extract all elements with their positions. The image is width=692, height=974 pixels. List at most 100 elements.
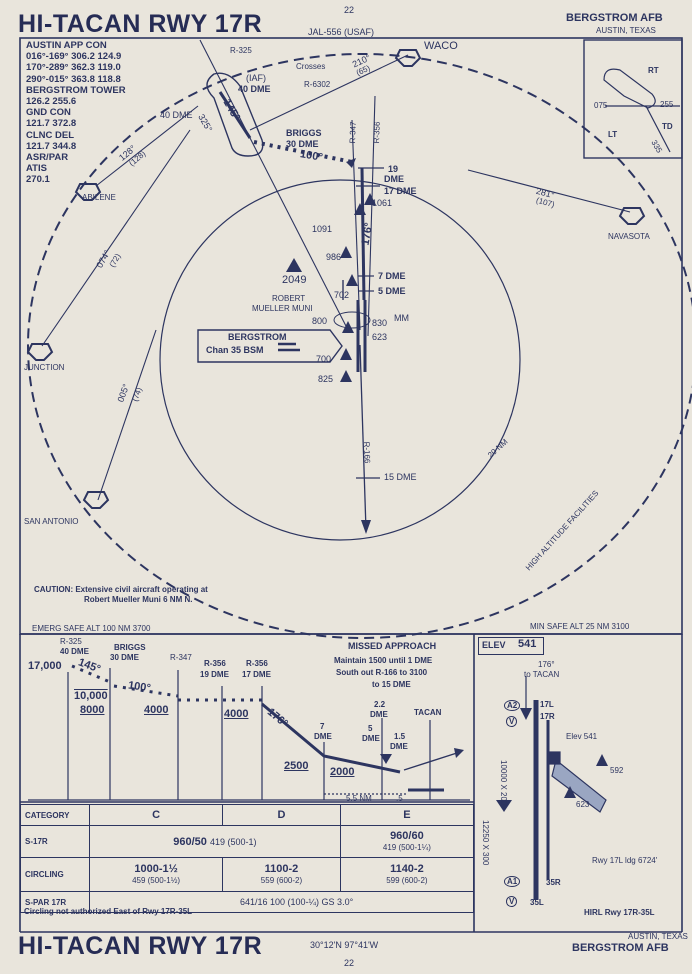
- footer-coordinates: 30°12'N 97°41'W: [310, 940, 379, 950]
- fix-junction: JUNCTION: [24, 363, 65, 372]
- fix-19dme-b: DME: [384, 174, 404, 184]
- comm-frequencies: AUSTIN APP CON 016°-169° 306.2 124.9 170…: [26, 40, 126, 186]
- obstacle-symbol-2049: [286, 258, 302, 272]
- profile-vdp-symbol: [380, 754, 392, 764]
- junction-course: [41, 129, 191, 347]
- minimums-header-c: C: [88, 804, 224, 826]
- missed-approach-line-3: to 15 DME: [372, 680, 411, 689]
- r6302-label: R-6302: [304, 80, 331, 89]
- mm-label: MM: [394, 313, 409, 323]
- approach-arrow-1: [346, 158, 356, 168]
- circling-footnote: Circling not authorized East of Rwy 17R-…: [24, 907, 193, 916]
- inset-075: 075: [594, 101, 608, 110]
- approach-arc-100: [253, 140, 353, 164]
- minimums-header-e: E: [339, 804, 475, 826]
- runway-35r-label: 35R: [546, 878, 561, 887]
- approach-lighting-a1: A1: [504, 876, 521, 887]
- fix-17dme: 17 DME: [384, 186, 417, 196]
- comm-line: ATIS: [26, 163, 47, 175]
- abilene-course: [95, 105, 199, 187]
- minimums-sub-value: 459 (500-1½): [132, 875, 181, 885]
- caution-line-1: CAUTION: Extensive civil aircraft operat…: [34, 585, 208, 594]
- airport-name: BERGSTROM AFB: [566, 12, 663, 24]
- tacan-channel: Chan 35 BSM: [206, 345, 264, 355]
- profile-17dme: 17 DME: [242, 670, 271, 679]
- profile-5dme-b: DME: [362, 734, 380, 743]
- runway-17r-label: 17R: [540, 712, 555, 721]
- minimums-cell: 960/50 419 (500-1): [89, 825, 341, 858]
- page-number-top: 22: [344, 5, 355, 15]
- profile-briggs-dme: 30 DME: [110, 653, 139, 662]
- comm-line: 126.2 255.6: [26, 96, 77, 108]
- minimums-main-value: 1140-2: [390, 862, 424, 875]
- chart-id: JAL-556 (USAF): [308, 27, 375, 37]
- inset-radial-335: [645, 105, 671, 153]
- fix-abilene: ABILENE: [82, 193, 116, 202]
- profile-tacan: TACAN: [414, 708, 442, 717]
- emergency-safe-altitude: EMERG SAFE ALT 100 NM 3700: [32, 624, 151, 633]
- minimums-sub-value: 419 (500-1): [209, 836, 257, 847]
- inset-holding-pattern: [603, 68, 656, 109]
- profile-alt-10000: 10,000: [74, 690, 108, 702]
- iaf-holding-pattern: [206, 72, 264, 157]
- aerodrome-to-tacan: to TACAN: [524, 670, 560, 679]
- obstacle-symbol-986: [340, 246, 352, 258]
- comm-line: 121.7 372.8: [26, 118, 77, 130]
- footer-airport: BERGSTROM AFB: [572, 942, 669, 954]
- ring-20nm: [159, 179, 521, 541]
- inset-td: TD: [662, 122, 673, 131]
- aerodrome-obstacle-vor: [496, 800, 512, 812]
- profile-level-100: [113, 684, 179, 698]
- inset-255: 255: [660, 100, 674, 109]
- page-number-bottom: 22: [344, 958, 355, 968]
- runway-lighting: HIRL Rwy 17R-35L: [584, 908, 655, 917]
- navasota-course: [467, 169, 631, 213]
- fix-19dme: 19: [388, 164, 399, 174]
- missed-approach-line-1: Maintain 1500 until 1 DME: [334, 656, 433, 665]
- vasi-north: V: [506, 716, 518, 727]
- radial-r166: R-166: [362, 441, 372, 464]
- crosses-label: Crosses: [296, 62, 326, 71]
- radial-r325: R-325: [230, 46, 252, 55]
- minimums-row-label: S-17R: [20, 825, 90, 858]
- airport-bergstrom: BERGSTROM: [228, 332, 287, 342]
- elevation-box: [478, 637, 544, 655]
- minimums-row-label: CIRCLING: [20, 857, 90, 892]
- obstacle-1091: 1091: [312, 224, 333, 234]
- aerodrome-elev-541: Elev 541: [566, 732, 598, 741]
- comm-line: CLNC DEL: [26, 129, 75, 141]
- missed-arrow: [361, 520, 371, 534]
- footer-city: AUSTIN, TEXAS: [628, 932, 688, 941]
- minimums-cell: 960/60 419 (500-1¼): [339, 825, 475, 858]
- profile-40dme: 40 DME: [60, 647, 89, 656]
- elevation-label: ELEV: [482, 640, 506, 650]
- radial-r356: R-356: [372, 121, 382, 144]
- profile-final-176: [261, 702, 401, 774]
- airport-robert: ROBERT: [272, 294, 306, 303]
- obstacle-symbol-702: [346, 274, 358, 286]
- bergstrom-callout-box: [197, 329, 343, 363]
- runway-17r-dimensions: 10000 X 200: [499, 760, 508, 806]
- obstacle-2049: 2049: [282, 274, 307, 286]
- profile-7dme-b: DME: [314, 732, 332, 741]
- runway-landing-distance: Rwy 17L ldg 6724': [592, 856, 658, 865]
- san-antonio-vor-symbol: [82, 491, 110, 509]
- profile-r347: R-347: [170, 653, 192, 662]
- apron-area: [551, 758, 607, 813]
- minimums-cell: 1100-2 559 (600-2): [222, 857, 341, 892]
- profile-0.5nm: .5: [396, 794, 403, 803]
- footer-title: HI-TACAN RWY 17R: [18, 932, 263, 960]
- approach-leg-176: [360, 167, 366, 301]
- elevation-value: 541: [518, 638, 537, 650]
- profile-r356-a: R-356: [204, 659, 226, 668]
- profile-alt-2000: 2000: [330, 766, 355, 778]
- profile-alt-2500: 2500: [284, 760, 309, 772]
- profile-15dme-b: DME: [390, 742, 408, 751]
- obstacle-700: 700: [316, 354, 332, 364]
- comm-line: 170°-289° 362.3 119.0: [26, 62, 121, 74]
- fix-san-antonio: SAN ANTONIO: [24, 517, 79, 526]
- waco-vor-symbol: [394, 49, 422, 67]
- minimums-cell: 1140-2 599 (600-2): [339, 857, 475, 892]
- aerodrome-obstacle-623: 623: [576, 800, 590, 809]
